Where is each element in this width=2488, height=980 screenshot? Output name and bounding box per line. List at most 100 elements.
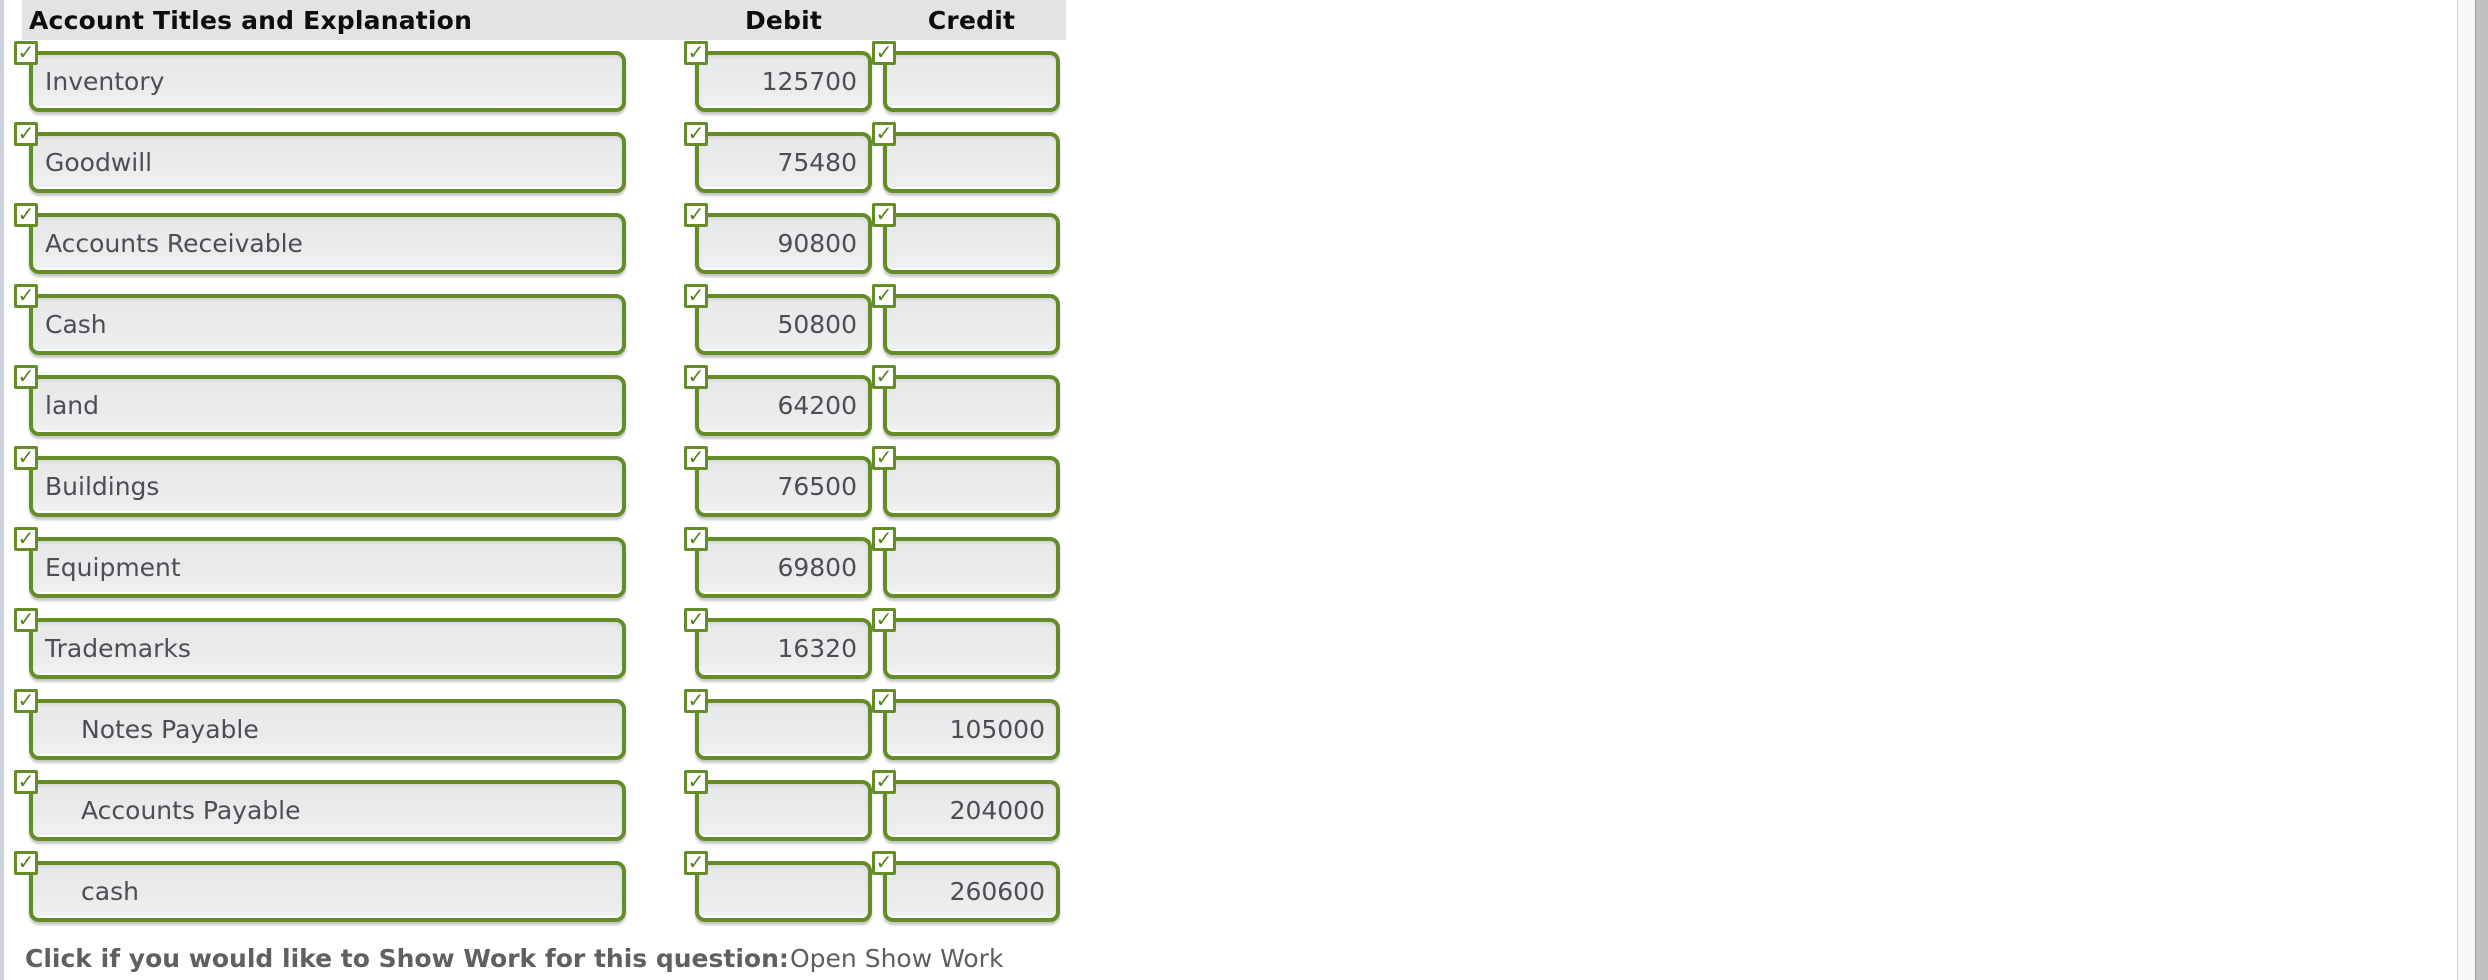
account-answer-checkbox[interactable]: ✓	[14, 770, 38, 794]
credit-answer-checkbox[interactable]: ✓	[872, 122, 896, 146]
checkmark-icon: ✓	[875, 525, 893, 550]
account-title-input[interactable]: land	[29, 375, 626, 436]
debit-answer-checkbox[interactable]: ✓	[684, 365, 708, 389]
checkmark-icon: ✓	[875, 39, 893, 64]
debit-answer-checkbox[interactable]: ✓	[684, 284, 708, 308]
account-title-value: Accounts Receivable	[45, 229, 303, 258]
credit-answer-checkbox[interactable]: ✓	[872, 689, 896, 713]
credit-answer-checkbox[interactable]: ✓	[872, 770, 896, 794]
account-answer-checkbox[interactable]: ✓	[14, 122, 38, 146]
debit-answer-checkbox[interactable]: ✓	[684, 41, 708, 65]
credit-input[interactable]	[883, 51, 1060, 112]
account-title-input[interactable]: Accounts Payable	[29, 780, 626, 841]
journal-row: ✓ cash ✓ ✓ 260600	[0, 851, 1066, 932]
vertical-scrollbar-track[interactable]	[2457, 0, 2476, 980]
credit-input[interactable]: 260600	[883, 861, 1060, 922]
credit-input[interactable]	[883, 456, 1060, 517]
account-answer-checkbox[interactable]: ✓	[14, 689, 38, 713]
account-answer-checkbox[interactable]: ✓	[14, 203, 38, 227]
debit-input[interactable]	[695, 780, 872, 841]
debit-value: 50800	[777, 310, 857, 339]
checkmark-icon: ✓	[687, 444, 705, 469]
show-work-prompt: Click if you would like to Show Work for…	[25, 944, 789, 973]
credit-answer-checkbox[interactable]: ✓	[872, 446, 896, 470]
credit-input[interactable]	[883, 294, 1060, 355]
credit-input[interactable]	[883, 213, 1060, 274]
debit-input[interactable]	[695, 699, 872, 760]
journal-row: ✓ Cash ✓ 50800 ✓	[0, 284, 1066, 365]
credit-input[interactable]	[883, 618, 1060, 679]
account-answer-checkbox[interactable]: ✓	[14, 851, 38, 875]
account-title-input[interactable]: Accounts Receivable	[29, 213, 626, 274]
debit-input[interactable]: 76500	[695, 456, 872, 517]
debit-input[interactable]: 50800	[695, 294, 872, 355]
debit-value: 16320	[777, 634, 857, 663]
checkmark-icon: ✓	[17, 444, 35, 469]
debit-answer-checkbox[interactable]: ✓	[684, 446, 708, 470]
credit-input[interactable]: 105000	[883, 699, 1060, 760]
debit-answer-checkbox[interactable]: ✓	[684, 527, 708, 551]
credit-answer-checkbox[interactable]: ✓	[872, 527, 896, 551]
account-answer-checkbox[interactable]: ✓	[14, 284, 38, 308]
credit-answer-checkbox[interactable]: ✓	[872, 41, 896, 65]
debit-answer-checkbox[interactable]: ✓	[684, 851, 708, 875]
open-show-work-link[interactable]: Open Show Work	[790, 944, 1004, 973]
credit-answer-checkbox[interactable]: ✓	[872, 851, 896, 875]
debit-answer-checkbox[interactable]: ✓	[684, 608, 708, 632]
debit-answer-checkbox[interactable]: ✓	[684, 770, 708, 794]
account-answer-checkbox[interactable]: ✓	[14, 41, 38, 65]
debit-value: 90800	[777, 229, 857, 258]
account-title-value: Accounts Payable	[81, 796, 301, 825]
debit-input[interactable]: 69800	[695, 537, 872, 598]
account-answer-checkbox[interactable]: ✓	[14, 365, 38, 389]
account-title-input[interactable]: Cash	[29, 294, 626, 355]
debit-input[interactable]: 125700	[695, 51, 872, 112]
credit-input[interactable]	[883, 537, 1060, 598]
account-answer-checkbox[interactable]: ✓	[14, 527, 38, 551]
checkmark-icon: ✓	[17, 120, 35, 145]
checkmark-icon: ✓	[875, 363, 893, 388]
debit-answer-checkbox[interactable]: ✓	[684, 689, 708, 713]
credit-value: 105000	[949, 715, 1045, 744]
debit-input[interactable]: 16320	[695, 618, 872, 679]
journal-row: ✓ Accounts Receivable ✓ 90800 ✓	[0, 203, 1066, 284]
journal-row: ✓ Equipment ✓ 69800 ✓	[0, 527, 1066, 608]
debit-answer-checkbox[interactable]: ✓	[684, 122, 708, 146]
account-answer-checkbox[interactable]: ✓	[14, 608, 38, 632]
account-title-value: Inventory	[45, 67, 165, 96]
account-title-value: Trademarks	[45, 634, 191, 663]
left-border-strip	[0, 0, 4, 980]
debit-input[interactable]: 64200	[695, 375, 872, 436]
account-title-input[interactable]: Notes Payable	[29, 699, 626, 760]
debit-input[interactable]	[695, 861, 872, 922]
journal-row: ✓ Buildings ✓ 76500 ✓	[0, 446, 1066, 527]
checkmark-icon: ✓	[17, 687, 35, 712]
credit-input[interactable]: 204000	[883, 780, 1060, 841]
credit-input[interactable]	[883, 375, 1060, 436]
account-answer-checkbox[interactable]: ✓	[14, 446, 38, 470]
credit-answer-checkbox[interactable]: ✓	[872, 365, 896, 389]
checkmark-icon: ✓	[875, 282, 893, 307]
checkmark-icon: ✓	[17, 606, 35, 631]
account-title-input[interactable]: cash	[29, 861, 626, 922]
credit-answer-checkbox[interactable]: ✓	[872, 284, 896, 308]
checkmark-icon: ✓	[687, 849, 705, 874]
checkmark-icon: ✓	[687, 768, 705, 793]
credit-value: 204000	[949, 796, 1045, 825]
debit-input[interactable]: 90800	[695, 213, 872, 274]
account-title-input[interactable]: Trademarks	[29, 618, 626, 679]
account-title-input[interactable]: Inventory	[29, 51, 626, 112]
checkmark-icon: ✓	[875, 444, 893, 469]
credit-answer-checkbox[interactable]: ✓	[872, 203, 896, 227]
debit-answer-checkbox[interactable]: ✓	[684, 203, 708, 227]
debit-value: 76500	[777, 472, 857, 501]
account-title-value: Notes Payable	[81, 715, 259, 744]
debit-input[interactable]: 75480	[695, 132, 872, 193]
account-title-input[interactable]: Equipment	[29, 537, 626, 598]
checkmark-icon: ✓	[17, 849, 35, 874]
credit-answer-checkbox[interactable]: ✓	[872, 608, 896, 632]
checkmark-icon: ✓	[687, 120, 705, 145]
account-title-input[interactable]: Goodwill	[29, 132, 626, 193]
credit-input[interactable]	[883, 132, 1060, 193]
account-title-input[interactable]: Buildings	[29, 456, 626, 517]
